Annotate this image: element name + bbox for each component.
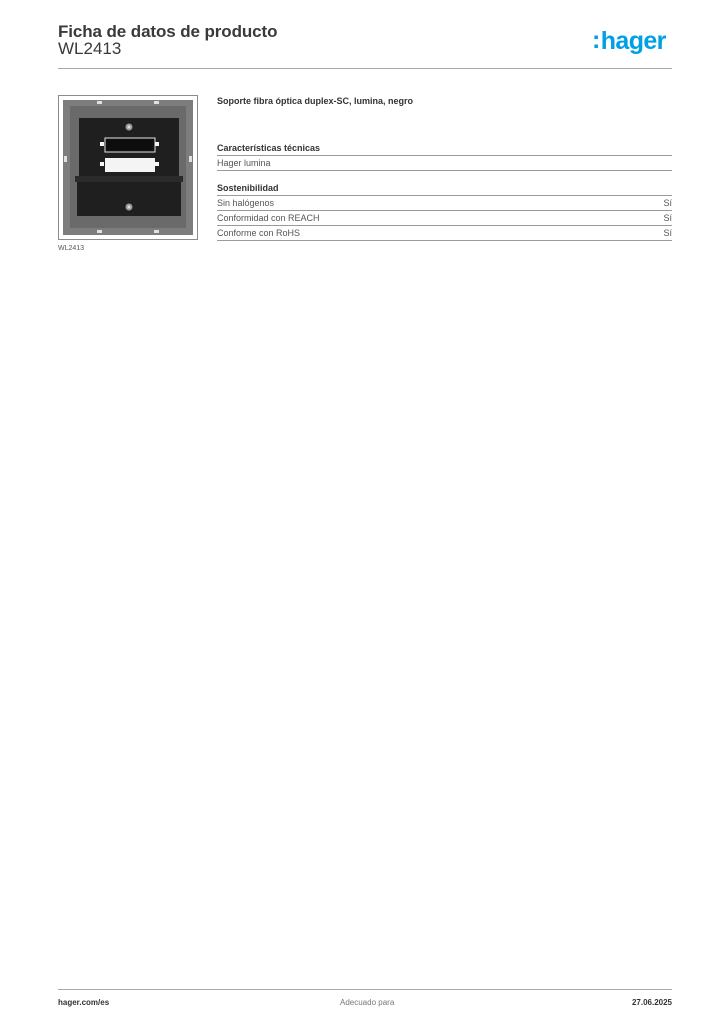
spec-label: Sin halógenos: [217, 198, 275, 208]
spec-row: Hager lumina: [217, 156, 672, 171]
footer-center-text: Adecuado para: [340, 998, 395, 1007]
section-heading: Características técnicas: [217, 143, 672, 156]
product-description: Soporte fibra óptica duplex-SC, lumina, …: [217, 96, 414, 106]
technical-characteristics-section: Características técnicas Hager lumina: [217, 143, 672, 171]
fiber-optic-support-illustration: [63, 100, 193, 235]
hager-logo: :hager: [592, 26, 666, 55]
spec-value: Sí: [663, 213, 672, 223]
spec-label: Conformidad con REACH: [217, 213, 320, 223]
footer-website-link[interactable]: hager.com/es: [58, 998, 110, 1007]
spec-row: Conformidad con REACH Sí: [217, 211, 672, 226]
header-divider: [58, 68, 672, 69]
spec-value: Sí: [663, 228, 672, 238]
footer-divider: [58, 989, 672, 990]
spec-value: Sí: [663, 198, 672, 208]
spec-label: Hager lumina: [217, 158, 271, 168]
spec-label: Conforme con RoHS: [217, 228, 301, 238]
spec-row: Sin halógenos Sí: [217, 196, 672, 211]
sustainability-section: Sostenibilidad Sin halógenos Sí Conformi…: [217, 183, 672, 241]
page-title: Ficha de datos de producto: [58, 22, 278, 41]
section-heading: Sostenibilidad: [217, 183, 672, 196]
image-caption: WL2413: [58, 245, 85, 252]
product-image: [58, 95, 198, 240]
product-code: WL2413: [58, 39, 122, 58]
footer-date: 27.06.2025: [631, 998, 672, 1007]
spec-row: Conforme con RoHS Sí: [217, 226, 672, 241]
